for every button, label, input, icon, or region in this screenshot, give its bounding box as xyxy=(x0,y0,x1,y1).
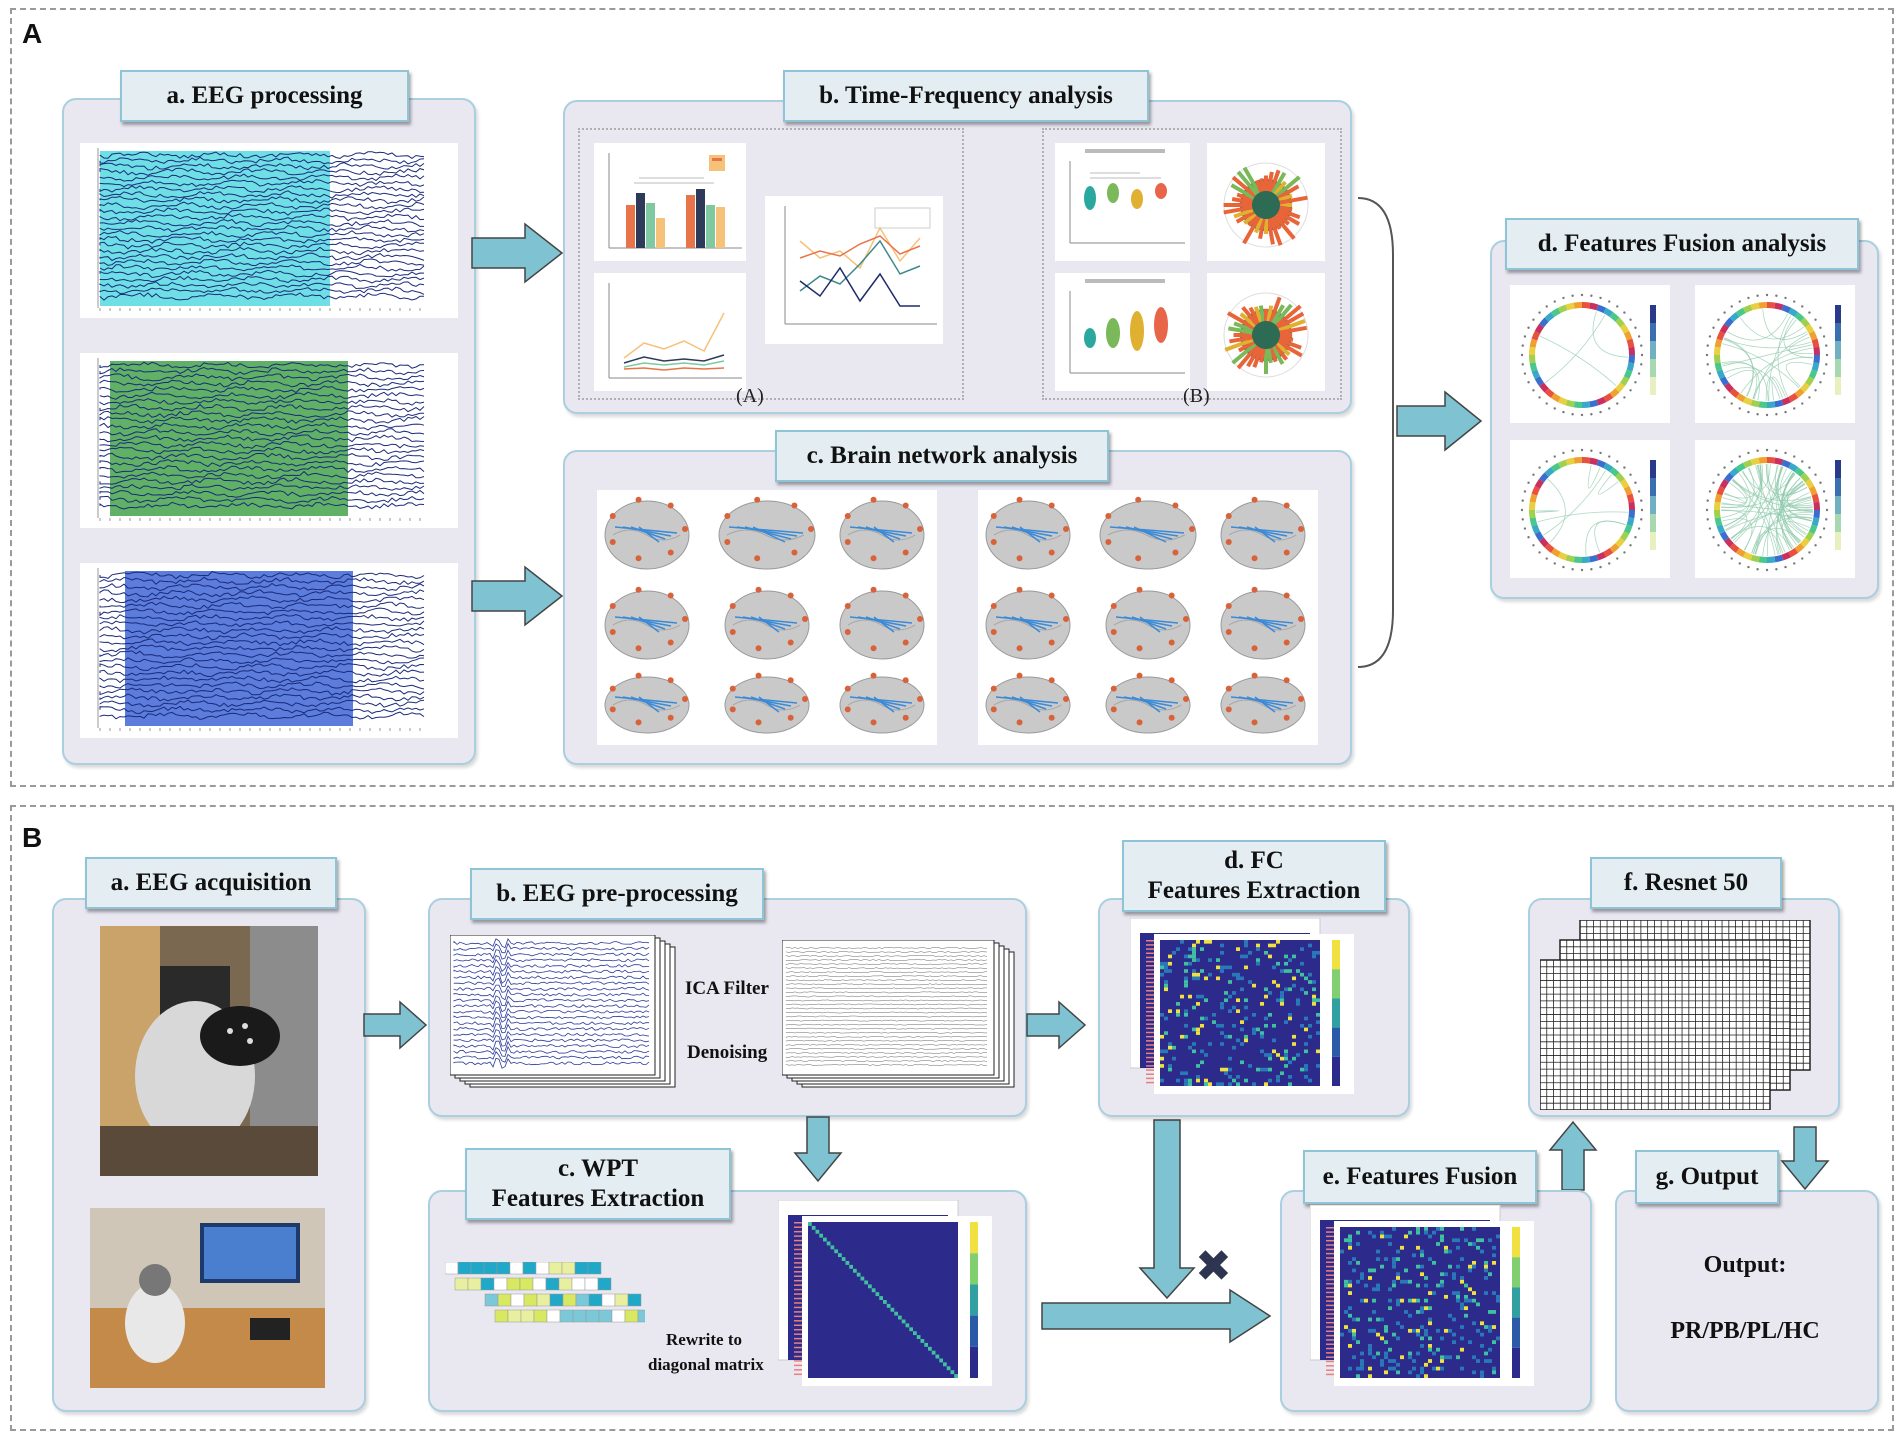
ica-filter-label: ICA Filter xyxy=(685,978,769,999)
output-panel xyxy=(1615,1190,1879,1412)
eeg-waves-blue xyxy=(97,568,425,731)
arrow-fusion-to-resnet xyxy=(1548,1120,1598,1191)
wpt-feature-strips xyxy=(445,1262,645,1323)
wpt-title: c. WPT Features Extraction xyxy=(465,1148,731,1220)
diagonal-matrix-thumb xyxy=(778,1200,992,1386)
chord-thumb-3 xyxy=(1510,440,1670,578)
arrow-pre-to-fc xyxy=(1026,1000,1087,1050)
eeg-trace-cyan xyxy=(80,143,458,318)
tf-line-chart-small-thumb xyxy=(594,273,746,391)
rewrite-label-line2: diagonal matrix xyxy=(648,1355,764,1374)
output-classes: PR/PB/PL/HC xyxy=(1670,1318,1820,1344)
eeg-trace-green xyxy=(80,353,458,528)
eeg-waves-green xyxy=(97,358,425,521)
fusion-title: e. Features Fusion xyxy=(1303,1150,1537,1204)
output-title: g. Output xyxy=(1635,1150,1779,1204)
arrow-to-fusion xyxy=(1396,390,1483,452)
section-a-letter: A xyxy=(22,18,43,49)
chord-thumb-4 xyxy=(1695,440,1855,578)
output-label: Output: xyxy=(1703,1252,1787,1278)
fusion-heatmap-thumb xyxy=(1310,1205,1534,1386)
tf-line-chart-large-thumb xyxy=(765,196,943,344)
brain-network-title: c. Brain network analysis xyxy=(775,430,1109,482)
wpt-title-line1: c. WPT xyxy=(557,1155,639,1182)
eeg-waves-cyan xyxy=(97,148,425,311)
section-b-border xyxy=(10,805,1894,1431)
tf-sub-b-label: (B) xyxy=(1183,385,1210,407)
time-frequency-title: b. Time-Frequency analysis xyxy=(783,70,1149,122)
fc-title-line1: d. FC xyxy=(1224,847,1284,874)
arrow-eeg-to-brain xyxy=(471,565,564,627)
section-b-letter: B xyxy=(22,822,43,853)
raw-eeg-stack xyxy=(450,935,676,1088)
fc-heatmap-thumb xyxy=(1130,918,1354,1094)
arrow-eeg-to-tf xyxy=(471,222,564,284)
tf-subpanel-a xyxy=(578,128,964,400)
tf-sub-a-label: (A) xyxy=(736,385,764,407)
brain-network-thumb-right xyxy=(978,490,1318,745)
wpt-title-line2: Features Extraction xyxy=(491,1185,705,1212)
tf-violin-thumb-bottom xyxy=(1055,273,1190,391)
rewrite-label-line1: Rewrite to xyxy=(666,1330,742,1349)
section-a-border xyxy=(10,8,1894,787)
resnet-grid-stack xyxy=(1540,920,1811,1110)
tf-radial-thumb-top xyxy=(1207,143,1325,261)
resnet-title: f. Resnet 50 xyxy=(1590,857,1782,909)
chord-thumb-2 xyxy=(1695,285,1855,423)
eeg-preprocessing-title: b. EEG pre-processing xyxy=(470,868,764,920)
multiply-icon: ✖ xyxy=(1195,1241,1232,1292)
arrow-pre-to-wpt xyxy=(793,1116,843,1183)
arrow-wpt-to-fusion xyxy=(1041,1288,1272,1344)
arrow-fc-down xyxy=(1138,1119,1196,1300)
tf-subpanel-b xyxy=(1042,128,1342,400)
denoising-label: Denoising xyxy=(687,1042,768,1063)
brain-network-thumb-left xyxy=(597,490,937,745)
eeg-processing-title: a. EEG processing xyxy=(120,70,409,122)
tf-radial-thumb-bottom xyxy=(1207,273,1325,391)
tf-bar-chart-thumb xyxy=(594,143,746,261)
arrow-acq-to-pre xyxy=(363,1000,428,1050)
clean-eeg-stack xyxy=(782,940,1015,1088)
fc-title: d. FC Features Extraction xyxy=(1122,840,1386,912)
merge-bracket xyxy=(1357,197,1394,668)
acquisition-photo-1 xyxy=(100,926,318,1176)
eeg-trace-blue xyxy=(80,563,458,738)
features-fusion-analysis-title: d. Features Fusion analysis xyxy=(1505,218,1859,270)
arrow-resnet-to-output xyxy=(1780,1126,1830,1191)
eeg-acquisition-title: a. EEG acquisition xyxy=(85,857,337,909)
fc-title-line2: Features Extraction xyxy=(1147,877,1361,904)
chord-thumb-1 xyxy=(1510,285,1670,423)
acquisition-photo-2 xyxy=(90,1208,325,1388)
tf-violin-thumb-top xyxy=(1055,143,1190,261)
